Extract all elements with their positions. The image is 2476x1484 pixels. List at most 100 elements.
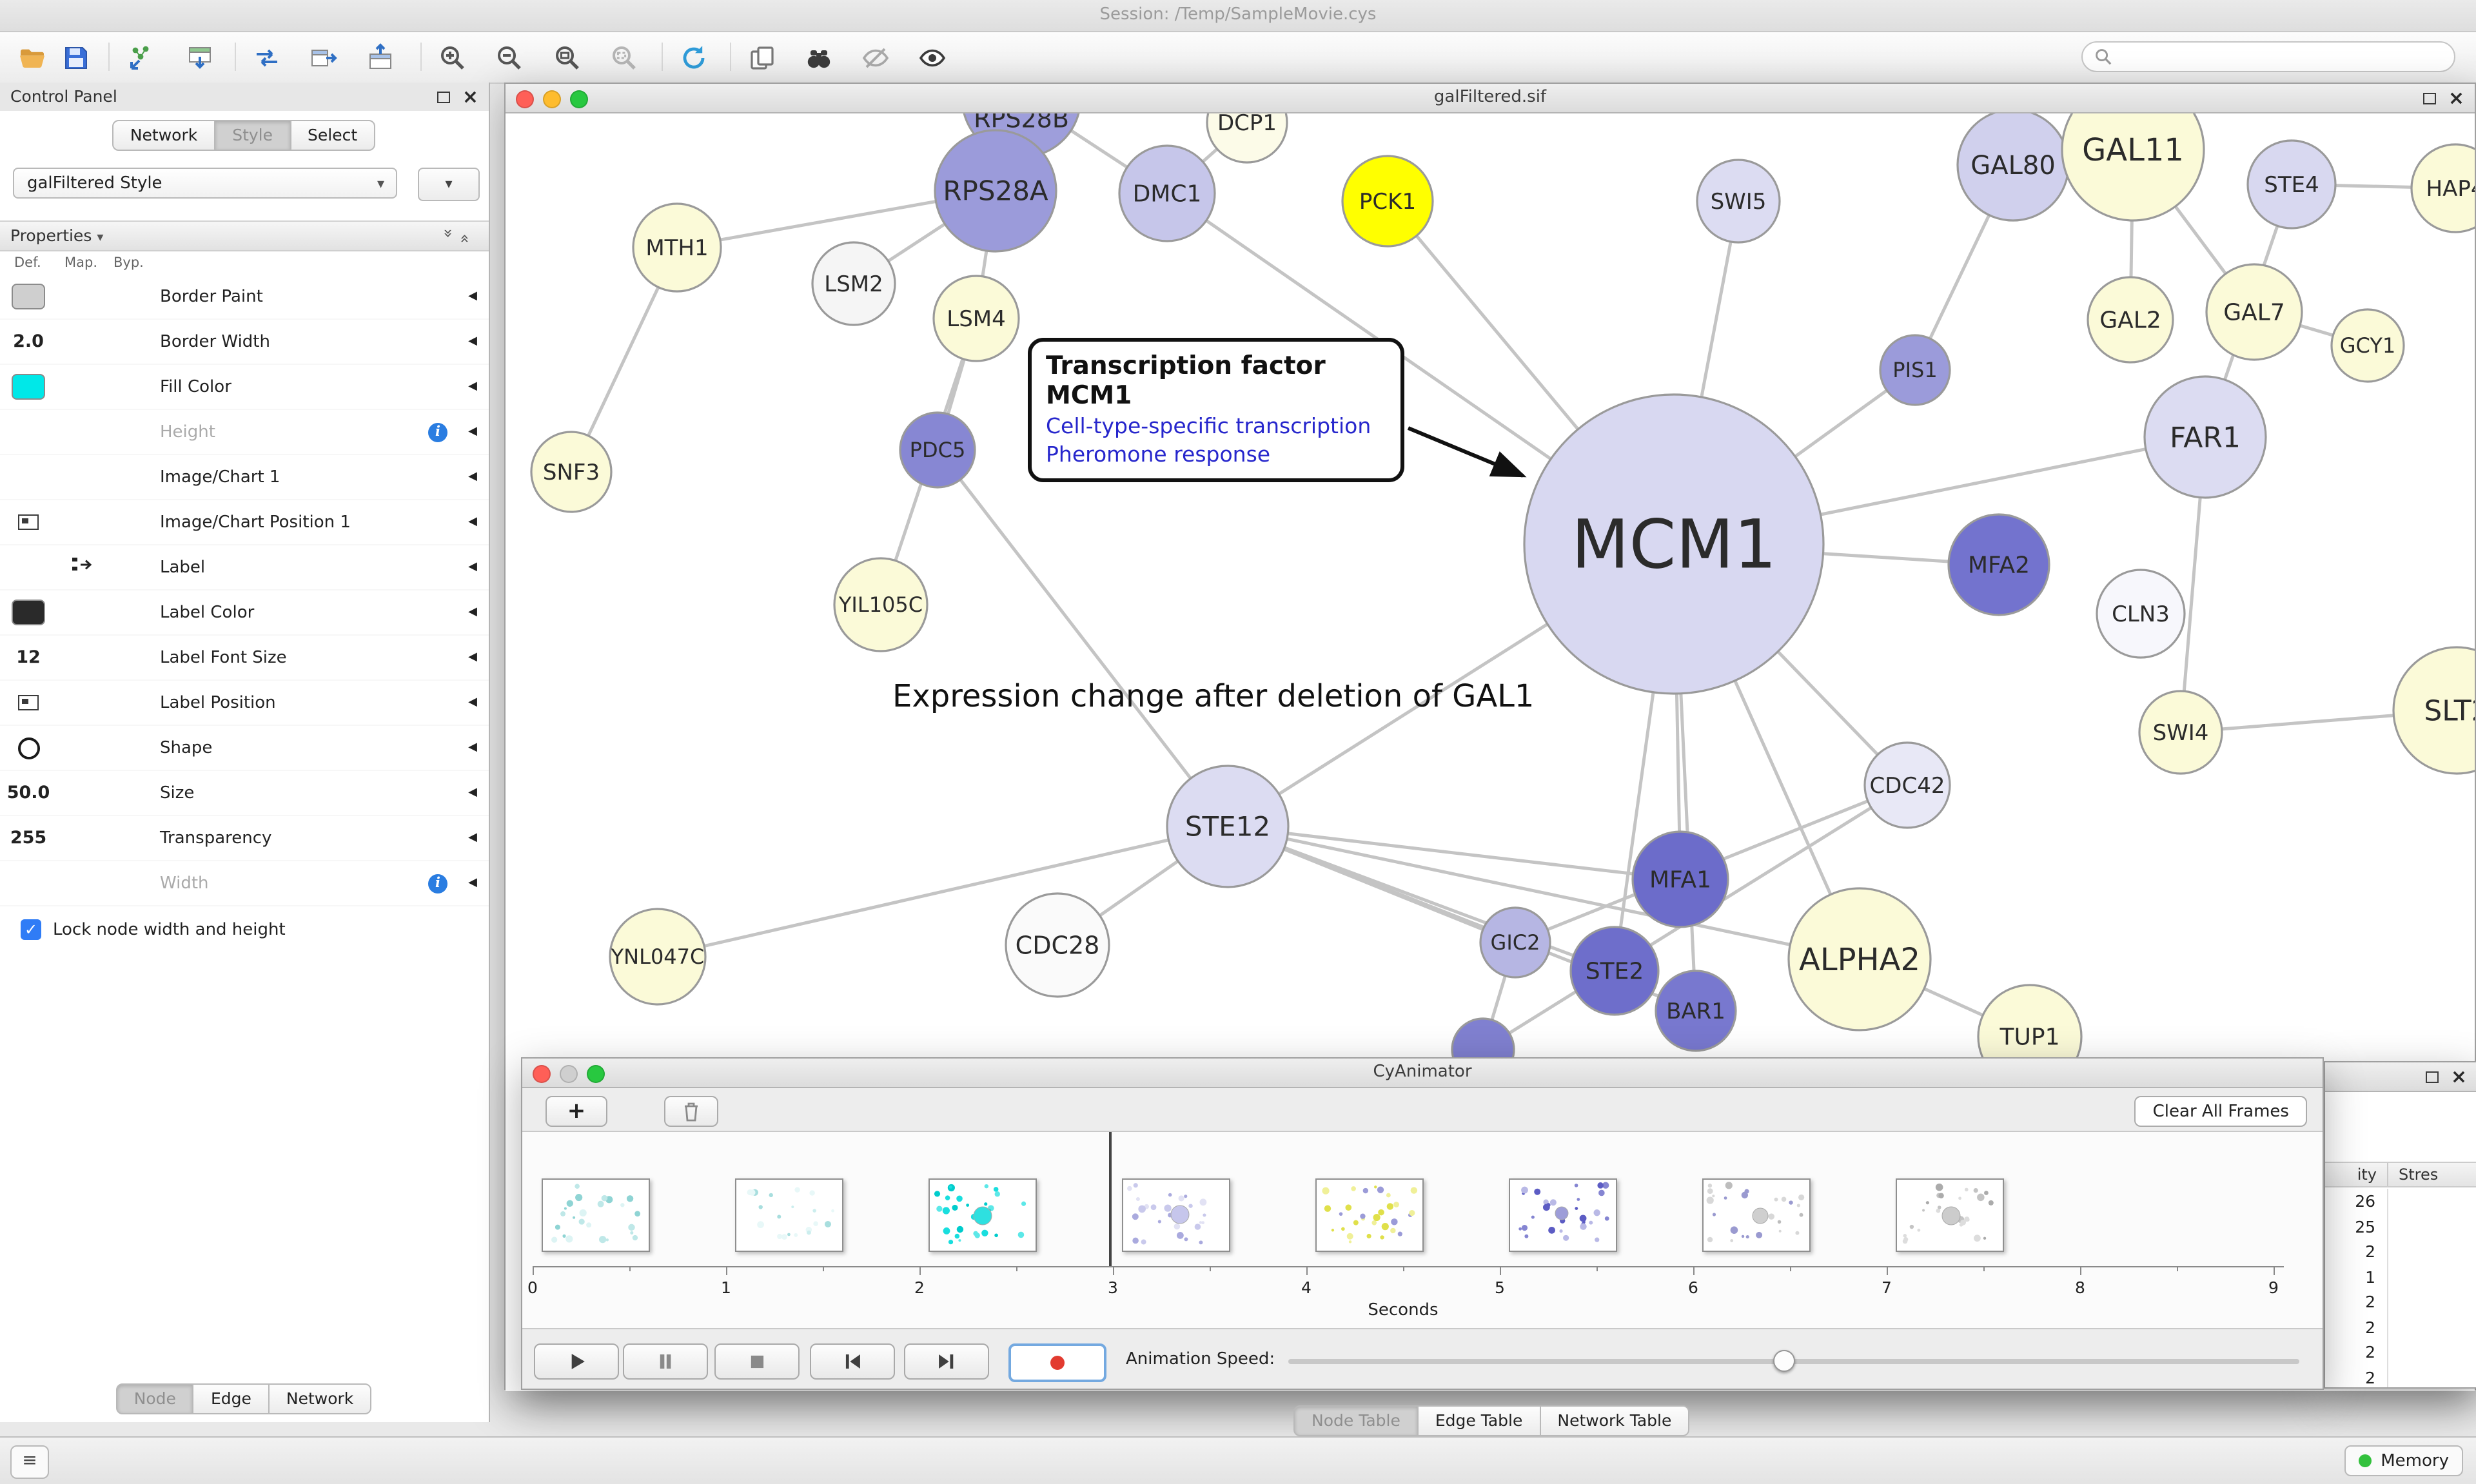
timeline-playhead[interactable] <box>1109 1132 1111 1266</box>
network-node-DCP1[interactable]: DCP1 <box>1206 113 1288 164</box>
default-value-cell[interactable]: 50.0 <box>0 783 57 803</box>
network-node-LSM4[interactable]: LSM4 <box>932 275 1020 362</box>
lock-size-checkbox[interactable]: ✓ <box>21 919 41 940</box>
style-property-row[interactable]: Border Paint◀ <box>0 275 489 320</box>
annotation-link[interactable]: Pheromone response <box>1046 442 1271 467</box>
clear-all-frames-button[interactable]: Clear All Frames <box>2134 1096 2307 1127</box>
annotation-arrow[interactable] <box>1407 426 1527 478</box>
close-window-icon[interactable] <box>516 90 534 108</box>
network-node-MCM1[interactable]: MCM1 <box>1523 393 1825 695</box>
style-select[interactable]: galFiltered Style ▾ <box>13 168 397 199</box>
network-node-SWI4[interactable]: SWI4 <box>2138 690 2223 775</box>
default-value-cell[interactable]: 2.0 <box>0 331 57 352</box>
column-header[interactable]: Stres <box>2399 1166 2439 1184</box>
memory-button[interactable]: Memory <box>2344 1445 2463 1476</box>
network-node-SWI5[interactable]: SWI5 <box>1696 159 1781 244</box>
style-property-row[interactable]: Image/Chart Position 1◀ <box>0 500 489 545</box>
default-value-cell[interactable] <box>0 374 57 400</box>
network-node-PCK1[interactable]: PCK1 <box>1341 155 1434 248</box>
info-icon[interactable]: i <box>428 422 447 442</box>
tab-style[interactable]: Style <box>214 120 291 151</box>
animation-frame-5[interactable] <box>1509 1178 1617 1252</box>
info-icon[interactable]: i <box>428 874 447 893</box>
save-icon[interactable] <box>54 39 98 77</box>
network-node-FAR1[interactable]: FAR1 <box>2143 375 2267 499</box>
network-node-SLT2[interactable]: SLT2 <box>2392 646 2475 775</box>
add-frame-button[interactable]: + <box>545 1096 607 1127</box>
tab-node[interactable]: Node <box>115 1383 194 1414</box>
folder-open-icon[interactable] <box>10 39 54 77</box>
tab-node-table[interactable]: Node Table <box>1293 1405 1419 1436</box>
slider-knob[interactable] <box>1773 1350 1795 1372</box>
zoom-out-icon[interactable] <box>487 39 531 77</box>
expand-arrow-icon[interactable]: ◀ <box>468 516 477 529</box>
import-network-icon[interactable] <box>119 39 162 77</box>
network-node-PDC5[interactable]: PDC5 <box>899 411 976 489</box>
tab-network[interactable]: Network <box>112 120 216 151</box>
style-property-row[interactable]: Fill Color◀ <box>0 365 489 410</box>
network-node-DMC1[interactable]: DMC1 <box>1118 144 1216 242</box>
export-network-icon[interactable] <box>302 39 346 77</box>
network-node-HAP4[interactable]: HAP4 <box>2410 143 2475 233</box>
network-node-CDC28[interactable]: CDC28 <box>1005 892 1110 998</box>
network-node-GIC2[interactable]: GIC2 <box>1479 906 1551 979</box>
default-value-cell[interactable] <box>0 695 57 710</box>
maximize-window-icon[interactable] <box>587 1065 605 1083</box>
pause-button[interactable] <box>623 1343 708 1380</box>
column-header[interactable]: ity <box>2325 1163 2388 1186</box>
style-property-row[interactable]: Label Color◀ <box>0 591 489 636</box>
binoculars-icon[interactable] <box>797 39 841 77</box>
minimize-window-icon[interactable] <box>543 90 561 108</box>
animation-frame-2[interactable] <box>928 1178 1037 1252</box>
refresh-icon[interactable] <box>672 39 716 77</box>
style-property-row[interactable]: Image/Chart 1◀ <box>0 455 489 500</box>
animation-frame-4[interactable] <box>1315 1178 1424 1252</box>
style-options-button[interactable]: ▾ <box>418 168 480 201</box>
expand-arrow-icon[interactable]: ◀ <box>468 290 477 303</box>
network-node-STE2[interactable]: STE2 <box>1569 926 1660 1016</box>
mapping-cell[interactable] <box>57 556 108 579</box>
network-node-RPS28A[interactable]: RPS28A <box>934 129 1057 253</box>
properties-header[interactable]: Properties ▾ »» <box>0 220 489 251</box>
network-node-STE12[interactable]: STE12 <box>1166 765 1290 888</box>
float-window-icon[interactable] <box>437 91 451 103</box>
network-node-MFA1[interactable]: MFA1 <box>1631 830 1729 928</box>
close-icon[interactable]: × <box>2450 1065 2467 1088</box>
expand-arrow-icon[interactable]: ◀ <box>468 380 477 393</box>
node-table-titlebar[interactable]: × <box>2325 1062 2476 1092</box>
table-row[interactable]: 25 <box>2325 1214 2476 1239</box>
delete-frame-button[interactable] <box>664 1096 718 1127</box>
expand-arrow-icon[interactable]: ◀ <box>468 877 477 890</box>
network-node-LSM2[interactable]: LSM2 <box>811 241 896 326</box>
zoom-selected-icon[interactable] <box>602 39 646 77</box>
default-value-cell[interactable] <box>0 284 57 309</box>
network-window-titlebar[interactable]: galFiltered.sif × <box>506 84 2475 113</box>
network-node-GAL2[interactable]: GAL2 <box>2087 276 2174 364</box>
expand-arrow-icon[interactable]: ◀ <box>468 335 477 348</box>
network-node-BAR1[interactable]: BAR1 <box>1655 970 1737 1052</box>
network-node-STE4[interactable]: STE4 <box>2246 139 2337 229</box>
copy-icon[interactable] <box>740 39 784 77</box>
expand-arrow-icon[interactable]: ◀ <box>468 606 477 619</box>
animation-frame-1[interactable] <box>735 1178 843 1252</box>
style-property-row[interactable]: Label◀ <box>0 545 489 591</box>
zoom-fit-icon[interactable] <box>545 39 589 77</box>
expand-arrow-icon[interactable]: ◀ <box>468 786 477 799</box>
default-value-cell[interactable] <box>0 737 57 759</box>
show-panels-button[interactable]: ≡ <box>10 1445 49 1479</box>
default-value-cell[interactable]: 12 <box>0 647 57 668</box>
network-node-GAL80[interactable]: GAL80 <box>1956 113 2070 222</box>
table-row[interactable]: 2 <box>2325 1239 2476 1264</box>
table-row[interactable]: 1 <box>2325 1264 2476 1289</box>
close-icon[interactable]: × <box>462 85 478 108</box>
cyanimator-titlebar[interactable]: CyAnimator <box>522 1059 2323 1088</box>
tab-network-table[interactable]: Network Table <box>1539 1405 1690 1436</box>
record-button[interactable] <box>1008 1343 1106 1382</box>
network-node-GCY1[interactable]: GCY1 <box>2330 308 2405 383</box>
table-row[interactable]: 2 <box>2325 1365 2476 1387</box>
expand-arrow-icon[interactable]: ◀ <box>468 832 477 845</box>
